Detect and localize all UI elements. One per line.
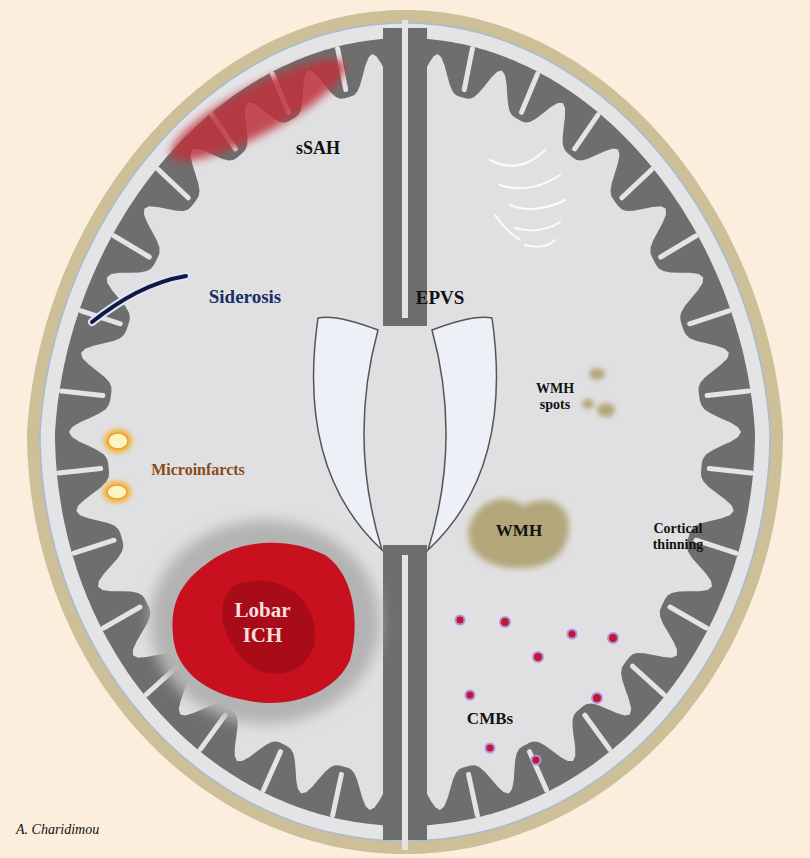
signature: A. Charidimou	[16, 822, 99, 838]
node-label: WMH	[496, 521, 542, 541]
node-label: Lobar ICH	[223, 598, 303, 646]
sulcus	[61, 391, 103, 395]
node-text-wrap: WMH	[463, 488, 575, 574]
skull	[27, 10, 783, 854]
microinfarcts	[103, 429, 132, 503]
microbleeds	[456, 616, 619, 765]
siderosis-line	[92, 276, 186, 322]
midline-fissure	[402, 555, 408, 850]
sulcus	[469, 774, 478, 815]
sulcus	[464, 49, 472, 90]
sulcus	[104, 607, 140, 628]
sulcus	[264, 752, 281, 790]
blob-fill	[468, 499, 569, 568]
sulcus	[201, 715, 226, 749]
epvs-streaks	[490, 150, 565, 247]
sulcus	[575, 115, 598, 149]
part-label: WMH spots	[527, 381, 583, 413]
part-label: Microinfarcts	[151, 461, 245, 479]
sulcus	[522, 74, 538, 112]
sulcus	[622, 170, 652, 198]
sulcus	[707, 391, 749, 395]
ich-halo	[150, 520, 380, 724]
part-label: sSAH	[296, 138, 340, 159]
sulcus	[690, 311, 729, 324]
blob-core	[222, 581, 315, 674]
sulcus	[585, 715, 610, 749]
blob-fill	[172, 543, 354, 703]
part-label: EPVS	[416, 287, 465, 309]
part-label: Cortical thinning	[635, 521, 721, 553]
sulcus	[159, 170, 189, 198]
subarachnoid-blood	[160, 43, 356, 177]
sulcus	[661, 236, 696, 257]
wmh-spots	[582, 368, 615, 417]
sulcus	[632, 666, 663, 694]
sulcus	[530, 752, 547, 790]
hemorrhage-blob: Lobar ICH	[165, 535, 360, 710]
part-label: CMBs	[467, 709, 513, 729]
midline-fissure	[402, 20, 408, 318]
sulcus	[333, 774, 342, 815]
part-label: Siderosis	[209, 286, 282, 308]
sulcus	[74, 540, 114, 553]
sulcus	[59, 469, 101, 473]
wmh-blob: WMH	[463, 488, 575, 574]
brain-layers	[27, 10, 783, 854]
node-text-wrap: Lobar ICH	[165, 535, 360, 710]
ventricle	[314, 317, 382, 550]
siderosis-line	[92, 276, 186, 322]
sulcus	[114, 236, 149, 257]
sulcus	[670, 607, 706, 628]
sulcus	[709, 469, 751, 473]
